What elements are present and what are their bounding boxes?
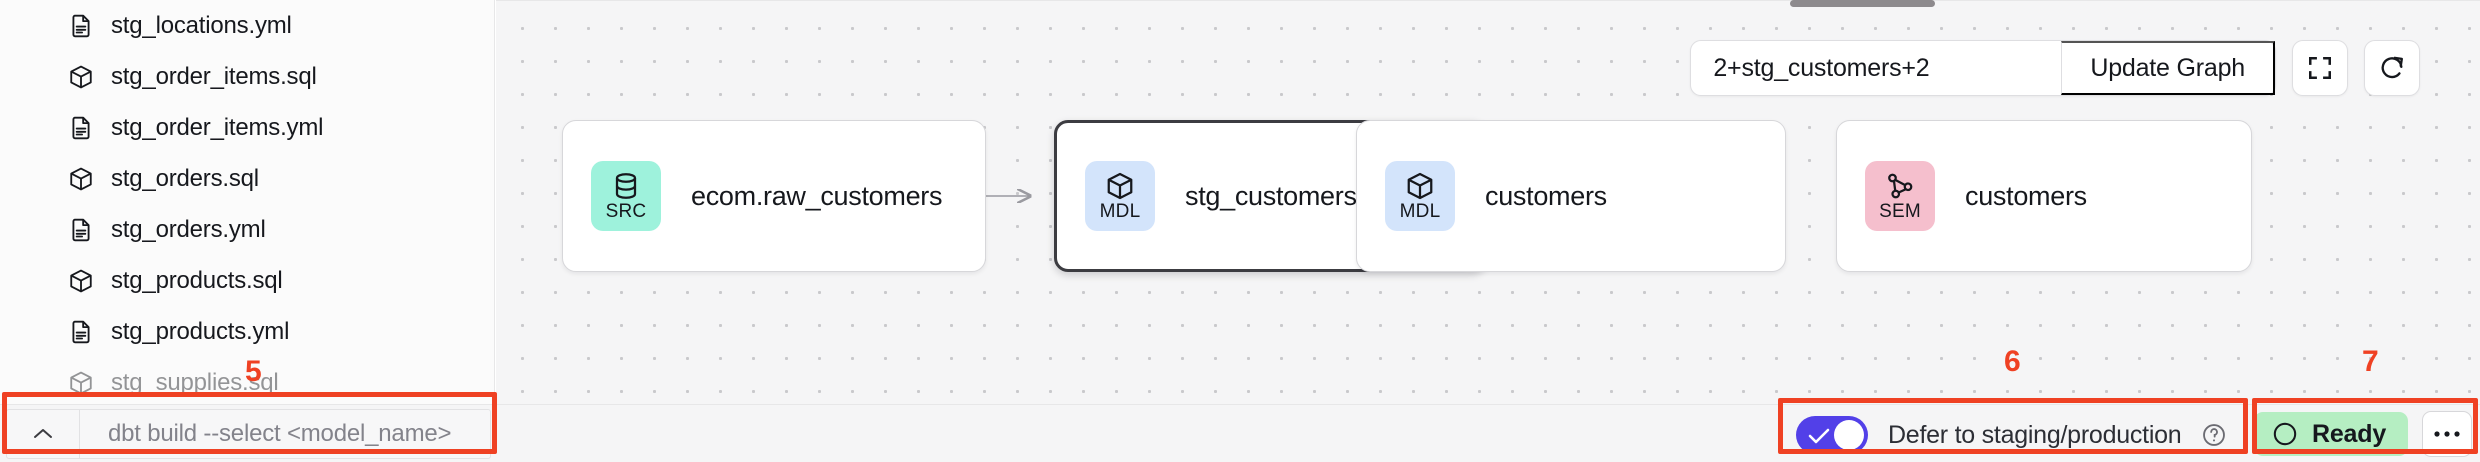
horizontal-scrollbar-thumb[interactable] <box>1790 0 1935 7</box>
file-list-item[interactable]: stg_products.sql <box>0 255 494 306</box>
cube-icon <box>1107 172 1133 200</box>
status-badge[interactable]: Ready <box>2254 412 2409 456</box>
file-list-item[interactable]: stg_locations.yml <box>0 0 494 51</box>
graph-selector-input[interactable] <box>1691 41 2062 95</box>
status-circle-icon <box>2273 422 2297 446</box>
command-bar <box>6 409 491 459</box>
database-icon <box>615 173 637 199</box>
node-type-badge: SEM <box>1865 161 1935 231</box>
file-list-item[interactable]: stg_products.yml <box>0 306 494 357</box>
canvas-top-divider <box>496 0 2480 1</box>
dbt-command-input[interactable] <box>80 410 490 458</box>
defer-toggle-switch[interactable] <box>1796 416 1868 454</box>
update-graph-button[interactable]: Update Graph <box>2061 41 2275 95</box>
graph-node-customers[interactable]: SEM customers <box>1836 120 2252 272</box>
file-list-item[interactable]: stg_order_items.sql <box>0 51 494 102</box>
yml-file-icon <box>72 116 90 139</box>
file-name-label: stg_supplies.sql <box>111 368 279 396</box>
defer-label: Defer to staging/production <box>1888 420 2182 449</box>
node-name-label: ecom.raw_customers <box>691 180 943 211</box>
check-icon <box>1808 428 1830 444</box>
graph-node-customers[interactable]: MDL customers <box>1356 120 1786 272</box>
file-name-label: stg_products.yml <box>111 317 290 345</box>
graph-node-ecom-raw-customers[interactable]: SRC ecom.raw_customers <box>562 120 986 272</box>
file-name-label: stg_order_items.yml <box>111 113 324 141</box>
node-type-badge: MDL <box>1085 161 1155 231</box>
bottom-status-bar: Defer to staging/production Ready <box>0 404 2480 462</box>
cube-icon <box>1407 172 1433 200</box>
node-name-label: customers <box>1485 180 1607 211</box>
toggle-knob <box>1834 420 1864 450</box>
node-name-label: stg_customers <box>1185 180 1357 211</box>
refresh-button[interactable] <box>2364 40 2420 96</box>
help-circle-icon[interactable] <box>2201 422 2227 448</box>
file-name-label: stg_order_items.sql <box>111 62 317 90</box>
node-type-label: MDL <box>1399 201 1441 222</box>
file-name-label: stg_orders.sql <box>111 164 259 192</box>
fullscreen-button[interactable] <box>2292 40 2348 96</box>
status-group: Ready <box>2254 411 2473 457</box>
ellipsis-icon <box>2434 431 2460 437</box>
node-type-label: MDL <box>1099 201 1141 222</box>
status-label: Ready <box>2312 419 2387 448</box>
file-list: stg_locations.yml stg_order_items.sql stg_… <box>0 0 494 404</box>
graph-toolbar: Update Graph <box>1690 40 2420 96</box>
chevron-up-icon <box>34 429 52 438</box>
file-list-item[interactable]: stg_orders.yml <box>0 204 494 255</box>
file-list-item[interactable]: stg_orders.sql <box>0 153 494 204</box>
more-options-button[interactable] <box>2422 411 2473 457</box>
selector-combo: Update Graph <box>1690 40 2276 96</box>
file-list-item[interactable]: stg_supplies.sql <box>0 357 494 404</box>
yml-file-icon <box>72 218 90 241</box>
sql-model-icon <box>70 371 92 394</box>
yml-file-icon <box>72 14 90 37</box>
file-list-item[interactable]: stg_order_items.yml <box>0 102 494 153</box>
fullscreen-icon <box>2309 57 2331 79</box>
file-name-label: stg_locations.yml <box>111 11 292 39</box>
network-icon <box>1888 173 1913 199</box>
collapse-panel-button[interactable] <box>7 410 80 458</box>
sql-model-icon <box>70 65 92 88</box>
sql-model-icon <box>70 167 92 190</box>
node-type-badge: MDL <box>1385 161 1455 231</box>
yml-file-icon <box>72 320 90 343</box>
file-name-label: stg_orders.yml <box>111 215 266 243</box>
refresh-icon <box>2381 56 2403 79</box>
node-type-label: SRC <box>605 201 647 222</box>
defer-toggle-group: Defer to staging/production <box>1782 413 2241 457</box>
file-explorer-sidebar: stg_locations.yml stg_order_items.sql stg_… <box>0 0 495 404</box>
node-type-label: SEM <box>1879 201 1921 222</box>
node-name-label: customers <box>1965 180 2087 211</box>
file-name-label: stg_products.sql <box>111 266 283 294</box>
node-type-badge: SRC <box>591 161 661 231</box>
sql-model-icon <box>70 269 92 292</box>
